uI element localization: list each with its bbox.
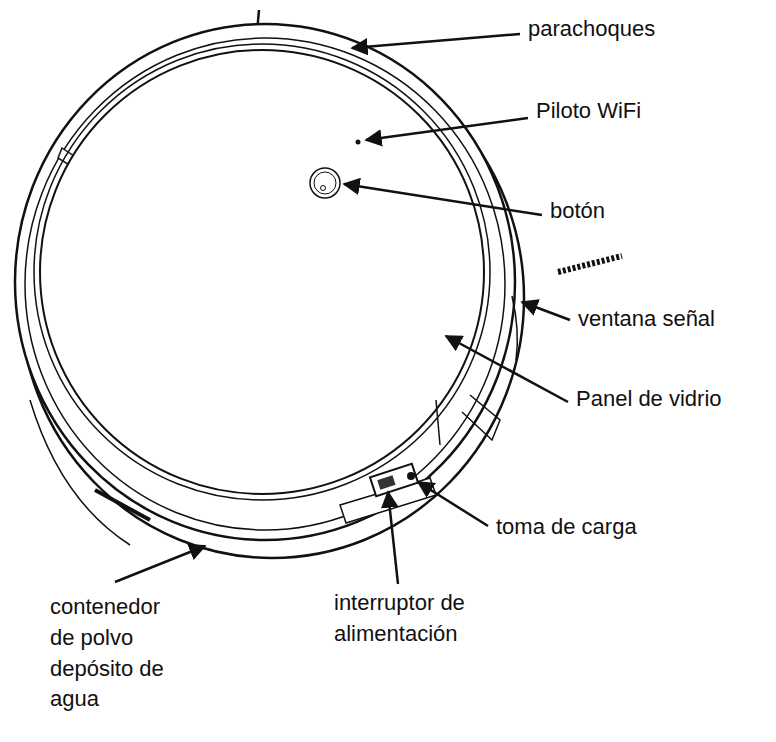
power-switch	[370, 464, 418, 497]
side-panel-edge	[462, 395, 500, 440]
robot-top-outline	[15, 24, 515, 540]
leader-line	[344, 184, 542, 215]
side-panel-edge	[436, 400, 440, 445]
leader-line	[115, 546, 205, 582]
part-label: botón	[550, 196, 750, 227]
part-label: ventana señal	[578, 304, 768, 335]
leader-lines	[115, 34, 570, 584]
part-label: Panel de vidrio	[576, 384, 771, 415]
glass-panel	[40, 50, 484, 494]
leader-line	[522, 302, 570, 320]
leader-line	[352, 34, 520, 48]
button-icon	[321, 186, 326, 191]
power-switch-toggle	[377, 475, 395, 489]
signal-window-bar	[558, 256, 622, 272]
part-label: contenedor de polvo depósito de agua	[50, 592, 175, 715]
button-inner	[314, 172, 336, 194]
charging-socket	[407, 472, 415, 480]
glass-panel-rim	[34, 44, 490, 500]
bumper-inner-edge	[25, 38, 505, 530]
button	[310, 168, 340, 198]
leader-line	[446, 336, 568, 402]
part-label: Piloto WiFi	[536, 96, 756, 127]
part-label: parachoques	[528, 14, 758, 45]
wifi-light	[356, 140, 361, 145]
signal-window	[512, 296, 517, 360]
part-label: interruptor de alimentación	[334, 588, 474, 650]
leader-line	[388, 492, 398, 584]
leader-line	[418, 482, 488, 526]
part-label: toma de carga	[496, 512, 746, 543]
leader-line	[366, 118, 528, 140]
